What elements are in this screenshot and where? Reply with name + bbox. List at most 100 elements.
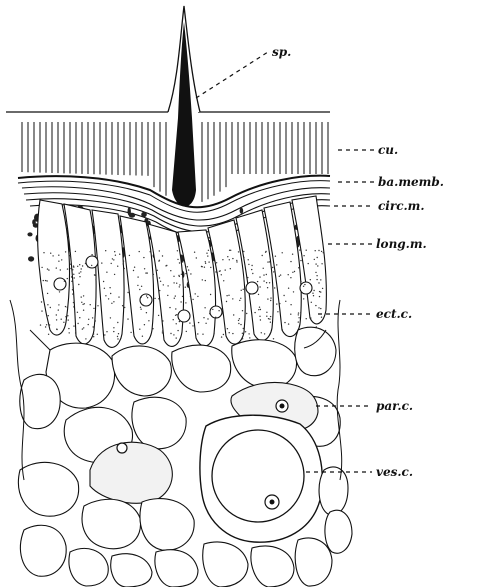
stipple-dot	[263, 268, 264, 269]
label-ba-memb: ba.memb.	[378, 175, 444, 189]
stipple-dot	[159, 290, 160, 291]
stipple-dot	[58, 255, 59, 256]
stipple-dot	[320, 291, 321, 292]
stipple-dot	[109, 287, 110, 288]
stipple-dot	[146, 295, 147, 296]
stipple-dot	[239, 318, 240, 319]
stipple-dot	[140, 307, 141, 308]
stipple-dot	[315, 272, 316, 273]
stipple-dot	[150, 251, 151, 252]
stipple-dot	[145, 272, 146, 273]
stipple-dot	[159, 277, 160, 278]
sp-leader	[196, 52, 268, 98]
stipple-dot	[67, 315, 68, 316]
label-circ-m: circ.m.	[378, 199, 425, 213]
stipple-dot	[181, 274, 182, 275]
stipple-dot	[293, 291, 294, 292]
stipple-dot	[298, 312, 299, 313]
stipple-dot	[79, 317, 80, 318]
stipple-dot	[240, 298, 241, 299]
stipple-dot	[180, 301, 181, 302]
stipple-dot	[118, 296, 119, 297]
stipple-dot	[114, 251, 115, 252]
stipple-dot	[313, 290, 314, 291]
stipple-dot	[50, 253, 51, 254]
stipple-dot	[249, 294, 250, 295]
stipple-dot	[106, 331, 107, 332]
stipple-dot	[204, 307, 205, 308]
stipple-dot	[163, 284, 164, 285]
stipple-dot	[74, 277, 75, 278]
stipple-dot	[249, 337, 250, 338]
stipple-dot	[265, 251, 266, 252]
muscle-fiber-dot	[27, 232, 32, 236]
stipple-dot	[104, 334, 105, 335]
stipple-dot	[94, 274, 95, 275]
stipple-dot	[205, 323, 206, 324]
stipple-dot	[213, 332, 214, 333]
stipple-dot	[175, 315, 176, 316]
stipple-dot	[67, 278, 68, 279]
stipple-dot	[243, 289, 244, 290]
stipple-dot	[59, 291, 60, 292]
stipple-dot	[47, 268, 48, 269]
stipple-dot	[266, 282, 267, 283]
stipple-dot	[137, 285, 138, 286]
stipple-dot	[259, 307, 260, 308]
stipple-dot	[206, 253, 207, 254]
stipple-dot	[88, 319, 89, 320]
stipple-dot	[300, 260, 301, 261]
stipple-dot	[186, 331, 187, 332]
stipple-dot	[65, 316, 66, 317]
stipple-dot	[73, 266, 74, 267]
stipple-dot	[210, 294, 211, 295]
stipple-dot	[194, 252, 195, 253]
stipple-dot	[207, 255, 208, 256]
stipple-dot	[176, 337, 177, 338]
stipple-dot	[269, 261, 270, 262]
stipple-dot	[243, 257, 244, 258]
stipple-dot	[73, 325, 74, 326]
stipple-dot	[105, 250, 106, 251]
stipple-dot	[40, 324, 41, 325]
stipple-dot	[315, 263, 316, 264]
stipple-dot	[46, 280, 47, 281]
stipple-dot	[93, 333, 94, 334]
stipple-dot	[117, 336, 118, 337]
stipple-dot	[58, 309, 59, 310]
stipple-dot	[177, 259, 178, 260]
stipple-dot	[238, 323, 239, 324]
stipple-dot	[158, 260, 159, 261]
parenchyma-cell-lower	[90, 442, 172, 503]
stipple-dot	[203, 317, 204, 318]
stipple-dot	[152, 328, 153, 329]
stipple-dot	[68, 319, 69, 320]
stipple-dot	[223, 334, 224, 335]
stipple-dot	[43, 280, 44, 281]
stipple-dot	[222, 313, 223, 314]
stipple-dot	[83, 327, 84, 328]
stipple-dot	[204, 267, 205, 268]
stipple-dot	[165, 265, 166, 266]
stipple-dot	[52, 255, 53, 256]
stipple-dot	[192, 325, 193, 326]
stipple-dot	[290, 314, 291, 315]
stipple-dot	[259, 276, 260, 277]
stipple-dot	[312, 293, 313, 294]
stipple-dot	[229, 332, 230, 333]
stipple-dot	[175, 308, 176, 309]
stipple-dot	[248, 259, 249, 260]
stipple-dot	[236, 260, 237, 261]
stipple-dot	[202, 334, 203, 335]
stipple-dot	[79, 273, 80, 274]
stipple-dot	[84, 303, 85, 304]
stipple-dot	[290, 261, 291, 262]
stipple-dot	[69, 255, 70, 256]
stipple-dot	[75, 332, 76, 333]
stipple-dot	[56, 267, 57, 268]
stipple-dot	[248, 264, 249, 265]
stipple-dot	[248, 333, 249, 334]
stipple-dot	[117, 322, 118, 323]
stipple-dot	[93, 308, 94, 309]
stipple-dot	[179, 321, 180, 322]
